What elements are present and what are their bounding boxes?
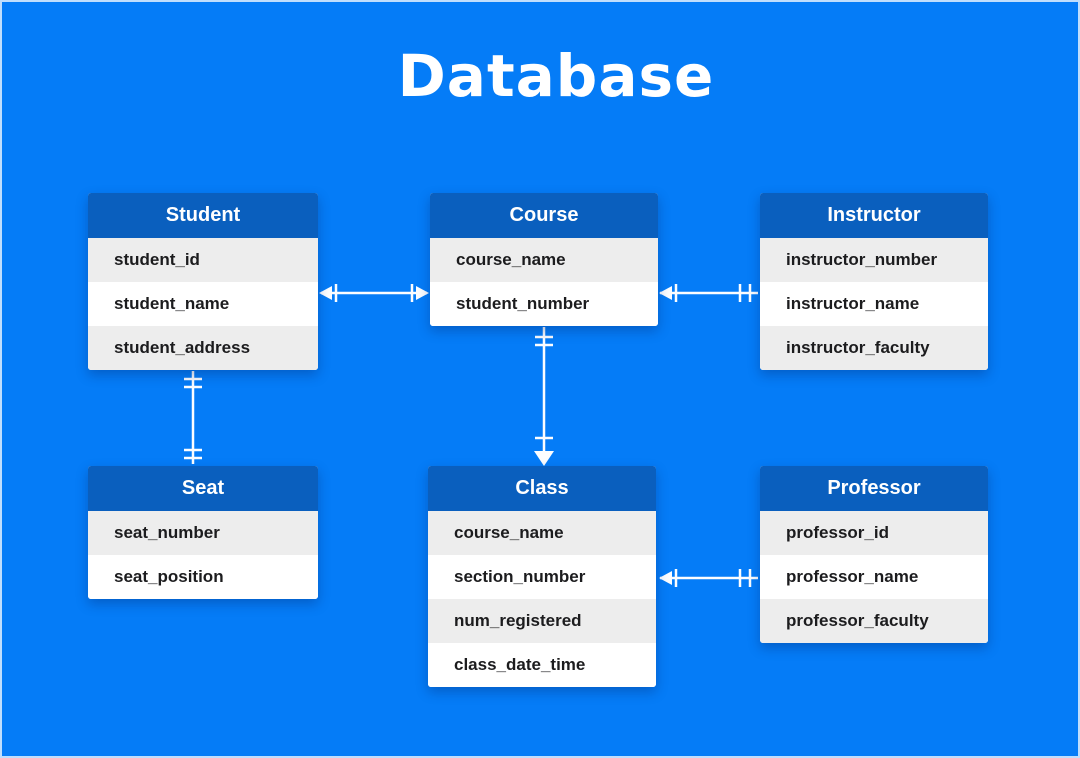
field-student_address: student_address [88, 326, 318, 370]
entity-professor-title: Professor [760, 466, 988, 511]
field-student_number: student_number [430, 282, 658, 326]
connector-course-class [534, 327, 554, 466]
field-professor_faculty: professor_faculty [760, 599, 988, 643]
entity-course-title: Course [430, 193, 658, 238]
field-student_id: student_id [88, 238, 318, 282]
field-student_name: student_name [88, 282, 318, 326]
field-class_date_time: class_date_time [428, 643, 656, 687]
entity-student-title: Student [88, 193, 318, 238]
field-professor_id: professor_id [760, 511, 988, 555]
connector-class-professor [659, 569, 758, 587]
field-course_name: course_name [430, 238, 658, 282]
connector-course-instructor [659, 284, 758, 302]
field-seat_number: seat_number [88, 511, 318, 555]
field-course_name: course_name [428, 511, 656, 555]
field-instructor_number: instructor_number [760, 238, 988, 282]
field-instructor_faculty: instructor_faculty [760, 326, 988, 370]
entity-instructor-title: Instructor [760, 193, 988, 238]
field-num_registered: num_registered [428, 599, 656, 643]
entity-class-title: Class [428, 466, 656, 511]
field-section_number: section_number [428, 555, 656, 599]
page-title: Database [397, 42, 715, 110]
field-instructor_name: instructor_name [760, 282, 988, 326]
connector-student-seat [184, 371, 202, 464]
field-seat_position: seat_position [88, 555, 318, 599]
field-professor_name: professor_name [760, 555, 988, 599]
entity-seat-title: Seat [88, 466, 318, 511]
connector-student-course [319, 284, 429, 302]
